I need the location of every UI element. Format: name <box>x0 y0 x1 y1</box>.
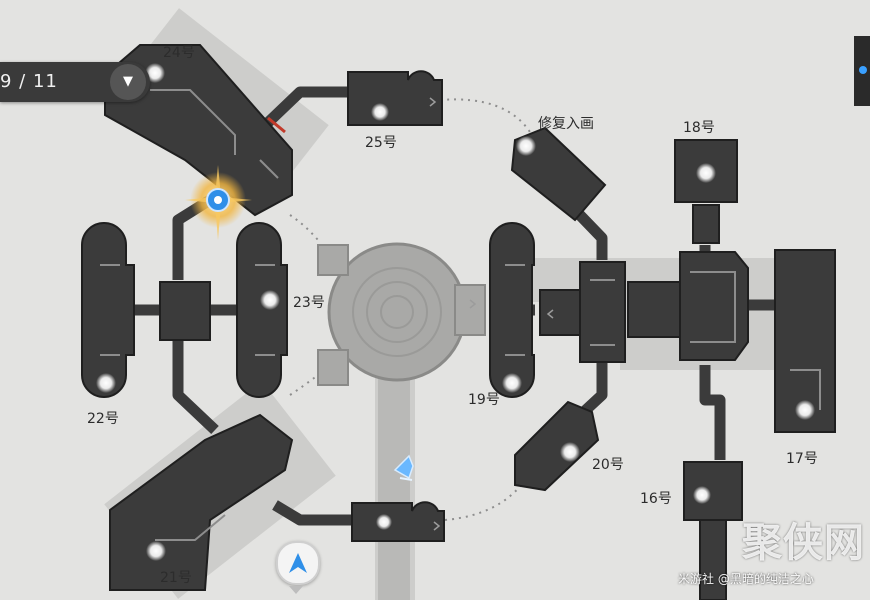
room-label-repair: 修复入画 <box>538 116 594 132</box>
room-23-shape[interactable] <box>317 242 486 600</box>
room-label-23: 23号 <box>293 295 325 311</box>
room-label-22: 22号 <box>87 411 119 427</box>
map-marker-dot-icon <box>859 66 867 74</box>
compass-icon[interactable] <box>276 541 320 585</box>
compass-pointer <box>289 586 303 594</box>
room-repair-shape[interactable] <box>510 126 607 222</box>
locked-door <box>267 116 286 134</box>
room-20-shape[interactable] <box>514 400 600 492</box>
room-label-24: 24号 <box>163 45 195 61</box>
light-nodes[interactable] <box>96 63 815 561</box>
direction-arrows <box>429 97 554 531</box>
player-arrow-icon <box>289 553 307 573</box>
room-16-shape[interactable] <box>683 461 743 600</box>
room-label-17: 17号 <box>786 451 818 467</box>
room-label-21: 21号 <box>160 570 192 586</box>
side-panel-tab[interactable] <box>854 36 870 106</box>
room-25-shape[interactable] <box>347 70 443 126</box>
room-west-hub-shape[interactable] <box>159 281 211 341</box>
floor-selector[interactable]: 9 / 11 ▼ <box>0 62 150 102</box>
floor-selector-text: 9 / 11 <box>0 71 58 92</box>
room-22-shape[interactable] <box>81 222 135 398</box>
room-central-hall-shape[interactable] <box>627 251 749 361</box>
room-label-20: 20号 <box>592 457 624 473</box>
watermark-credit: 米游社 @黑暗的纯洁之心 <box>678 572 814 586</box>
player-marker-icon <box>393 454 414 481</box>
interior-details <box>100 89 821 541</box>
dotted-paths <box>289 98 531 521</box>
room-west-east-shape[interactable] <box>236 222 288 398</box>
room-19-shape[interactable] <box>489 222 626 398</box>
room-label-25: 25号 <box>365 135 397 151</box>
watermark-logo: 聚侠网 <box>742 520 865 566</box>
room-label-19: 19号 <box>468 392 500 408</box>
triangle-down-icon[interactable]: ▼ <box>110 64 146 100</box>
room-label-16: 16号 <box>640 491 672 507</box>
teleport-anchor-icon[interactable] <box>185 165 252 240</box>
room-18-shape[interactable] <box>674 139 738 244</box>
room-south-shape[interactable] <box>351 501 445 542</box>
room-label-18: 18号 <box>683 120 715 136</box>
